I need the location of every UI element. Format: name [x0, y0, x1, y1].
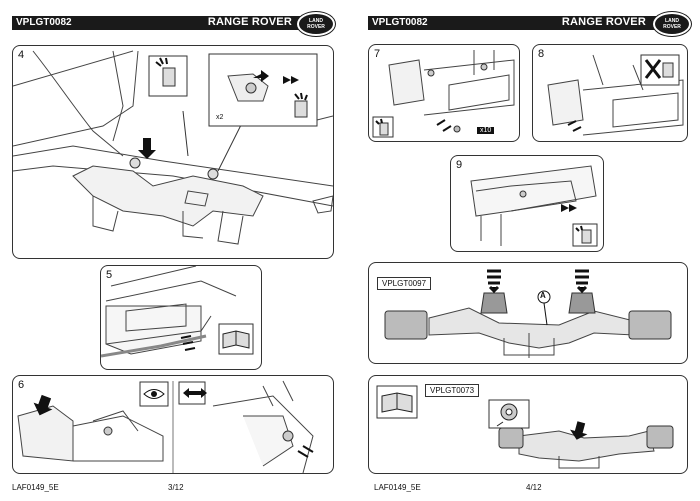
down-arrow-icon	[487, 269, 501, 294]
tow-bar-fitting-illustration	[376, 385, 674, 469]
part-callout-letter: A	[540, 291, 546, 300]
eye-icon	[143, 389, 165, 399]
step-8-illustration	[547, 54, 684, 136]
step-6-panel: 6	[12, 375, 334, 474]
step-7-panel: 7 x10	[368, 44, 520, 142]
right-mount-plate	[628, 310, 672, 340]
quantity-label: x2	[216, 114, 224, 121]
land-rover-logo: LAND ROVER	[297, 12, 335, 36]
step-number: 9	[456, 159, 463, 171]
step-4-panel: 4	[12, 45, 334, 259]
quantity-label: x10	[477, 127, 495, 134]
cross-icon	[644, 59, 662, 79]
step-number: 7	[374, 48, 381, 60]
right-arrow-icon	[561, 204, 577, 212]
down-arrow-icon	[575, 269, 589, 294]
step-9-panel: 9	[450, 155, 604, 252]
step-number: 5	[106, 269, 113, 281]
reference-code-label: VPLGT0097	[377, 277, 432, 290]
double-arrow-icon	[183, 388, 207, 398]
document-code: VPLGT0082	[372, 17, 428, 28]
right-page: VPLGT0082 RANGE ROVER LAND ROVER 7	[350, 0, 700, 501]
step-number: 8	[538, 48, 545, 60]
step-number: 6	[18, 379, 25, 391]
left-page: VPLGT0082 RANGE ROVER LAND ROVER 4	[12, 12, 335, 492]
footer-page-number: 3/12	[168, 483, 184, 492]
step-8-panel: 8	[532, 44, 688, 142]
right-arrow-icon	[283, 76, 299, 84]
step-number: 4	[18, 49, 25, 61]
socket-icon	[294, 100, 308, 118]
socket-wrench-icon	[155, 57, 176, 87]
socket-wrench-icon	[372, 116, 394, 138]
tow-ball-cover-icon	[496, 403, 518, 427]
step-6-illustration	[17, 380, 314, 473]
step-5-illustration	[101, 266, 254, 358]
footer-doc-code: LAF0149_5E	[374, 483, 421, 492]
left-mount-plate	[384, 310, 428, 340]
step-4-illustration	[13, 50, 333, 245]
land-rover-logo: LAND ROVER	[653, 12, 691, 36]
step-7-illustration	[372, 50, 515, 138]
socket-wrench-icon	[572, 223, 598, 247]
bolt-removal-detail	[227, 70, 308, 118]
step-9-illustration	[470, 165, 598, 247]
brand-title: RANGE ROVER	[207, 16, 292, 28]
left-header-bar: VPLGT0082 RANGE ROVER	[12, 16, 332, 30]
down-arrow-icon	[138, 138, 156, 159]
footer-page-number: 4/12	[526, 483, 542, 492]
right-header-bar: VPLGT0082 RANGE ROVER	[368, 16, 686, 30]
document-code: VPLGT0082	[16, 17, 72, 28]
reference-a-panel: VPLGT0097 A	[368, 262, 688, 364]
step-5-panel: 5	[100, 265, 262, 370]
socket-icon	[662, 62, 674, 78]
tow-bar-illustration	[384, 269, 672, 358]
reference-b-panel: VPLGT0073	[368, 375, 688, 474]
brand-title: RANGE ROVER	[561, 16, 646, 28]
reference-code-label: VPLGT0073	[425, 384, 480, 397]
footer-doc-code: LAF0149_5E	[12, 483, 59, 492]
down-arrow-icon	[570, 421, 588, 440]
down-arrow-icon	[33, 394, 53, 416]
